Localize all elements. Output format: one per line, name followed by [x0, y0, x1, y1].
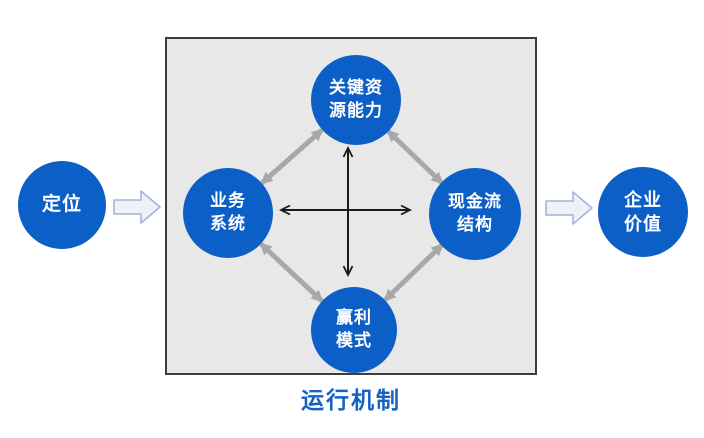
left-flow-arrow-icon: [113, 190, 161, 224]
right-flow-arrow-icon: [545, 191, 593, 225]
key-resources-node: 关键资 源能力: [311, 55, 401, 145]
cashflow-structure-node: 现金流 结构: [429, 168, 521, 260]
enterprise-value-node: 企业 价值: [598, 167, 688, 257]
business-system-node: 业务 系统: [183, 168, 273, 258]
diagram-caption: 运行机制: [301, 387, 401, 413]
profit-model-node: 赢利 模式: [311, 287, 397, 373]
positioning-node: 定位: [18, 161, 106, 249]
